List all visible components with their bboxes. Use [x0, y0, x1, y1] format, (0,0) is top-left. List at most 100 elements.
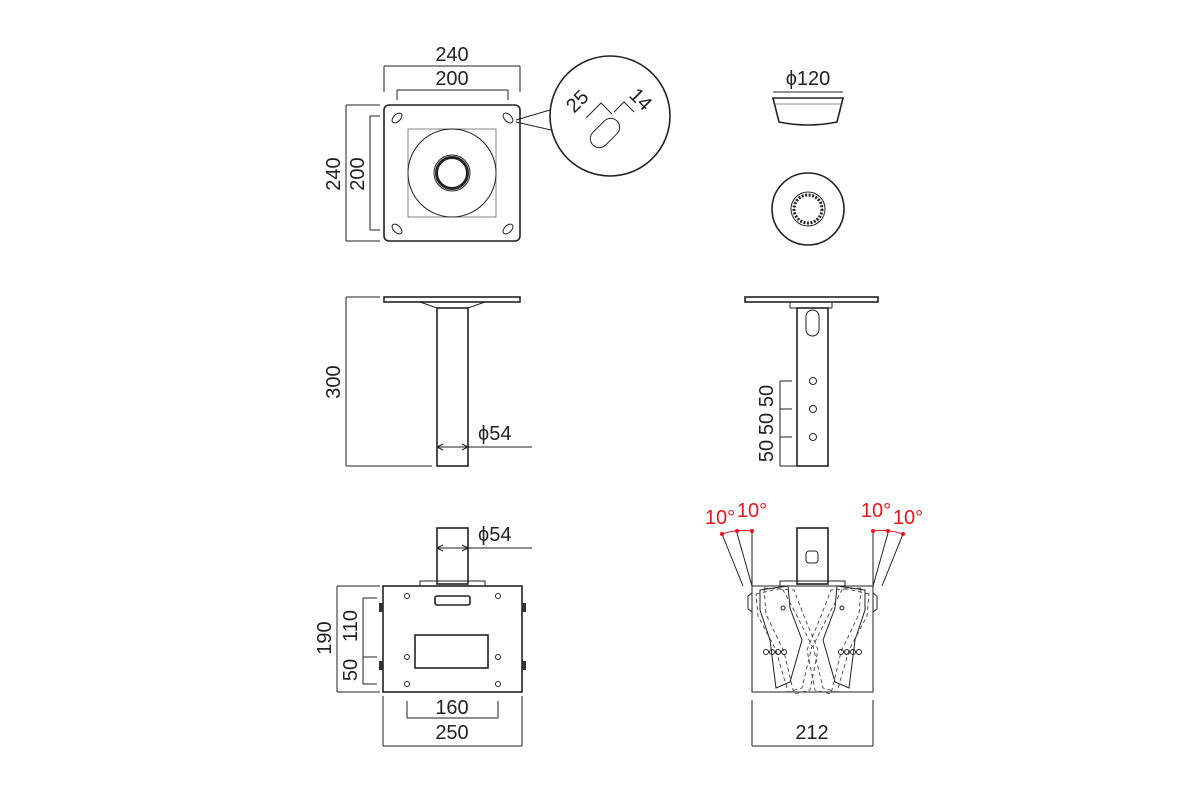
tilt-hole [838, 649, 844, 655]
tilt-arm-right-alt [812, 587, 870, 693]
tilt-pipe [796, 527, 829, 585]
bracket-total-height-line [336, 585, 380, 693]
side-slot [805, 309, 820, 337]
tilt-hole [769, 649, 775, 655]
pipe-length-label: 300 [323, 365, 345, 398]
bracket-screw [495, 681, 501, 687]
plate-pipe-circle [433, 154, 471, 192]
plate-inner-width-line [396, 89, 509, 100]
tilt-marker [871, 529, 875, 533]
tilt-angle-left-2: 10° [737, 500, 767, 522]
bracket-screw [404, 593, 410, 599]
plate-slot [502, 112, 514, 124]
bracket-screw [495, 593, 501, 599]
plate-outer-height-label: 240 [323, 157, 345, 190]
slot-width-label: 14 [625, 84, 656, 115]
bracket-tilt-view: 10° 10° 10° 10° 212 [705, 500, 923, 747]
bracket-screw [495, 654, 501, 660]
tilt-knob-left [747, 592, 753, 613]
pipe-body [436, 307, 469, 467]
bracket-pipe-diameter-line [436, 544, 532, 552]
tilt-width-line [751, 700, 874, 747]
plate-outer-width-line [383, 65, 521, 92]
pipe-diameter-label: ϕ54 [478, 423, 511, 445]
side-top-plate [744, 296, 879, 303]
pipe-flange [419, 301, 486, 309]
hole-spacing-label-2: 50 [756, 413, 778, 435]
plate-slot [391, 112, 403, 124]
detail-slot [589, 117, 621, 149]
cap-hole [790, 191, 826, 227]
pipe-diameter-line [436, 443, 532, 451]
tilt-knob-right [872, 592, 878, 613]
cap-view: ϕ120 [771, 68, 845, 246]
slot-detail-view: 25 14 [515, 55, 671, 177]
detail-dim-lines [585, 101, 635, 119]
tilt-marker [886, 529, 890, 533]
pipe-top-plate [383, 296, 521, 303]
side-pipe-body [796, 307, 829, 467]
hole-spacing-line [779, 380, 797, 467]
slot-length-label: 25 [562, 86, 593, 117]
mounting-plate [383, 104, 521, 242]
tilt-pipe-slot [805, 550, 819, 564]
tilt-pivot [780, 605, 786, 611]
tilt-marker [901, 532, 905, 536]
plate-pipe-bore [435, 156, 469, 190]
side-hole [809, 433, 817, 441]
bracket-screw [404, 681, 410, 687]
bracket-knob [379, 603, 383, 612]
plate-slot [502, 223, 514, 235]
tilt-angle-lines-right [872, 531, 904, 587]
side-flange [789, 302, 833, 309]
bracket-outer-width-label: 250 [435, 722, 468, 744]
side-hole [809, 377, 817, 385]
pipe-side-view: 50 50 50 [744, 296, 879, 467]
tilt-marker [750, 529, 754, 533]
tilt-arm-right-alt [806, 587, 862, 695]
plate-outer-width-label: 240 [435, 44, 468, 66]
tilt-marker [735, 529, 739, 533]
tilt-angle-right-2: 10° [893, 507, 923, 529]
bracket-front-view: ϕ54 190 110 50 160 250 [314, 524, 532, 747]
top-plate-view: 240 200 240 200 [323, 44, 521, 242]
bracket-window [414, 634, 489, 669]
bracket-outer-width-line [382, 696, 523, 747]
tilt-hole [781, 649, 787, 655]
cap-top [771, 172, 845, 246]
plate-slot [391, 223, 403, 235]
bracket-pipe [436, 527, 469, 585]
side-hole [809, 405, 817, 413]
tilt-angle-lines-left [721, 531, 753, 587]
detail-circle [549, 55, 671, 177]
tilt-box [751, 585, 874, 693]
tilt-hole [850, 649, 856, 655]
tilt-width-label: 212 [795, 722, 828, 744]
tilt-angle-right-1: 10° [861, 500, 891, 522]
tilt-marker [720, 532, 724, 536]
bracket-pipe-diameter-label: ϕ54 [478, 524, 511, 546]
tilt-hole [763, 649, 769, 655]
hole-spacing-label-3: 50 [756, 440, 778, 462]
hole-spacing-label-1: 50 [756, 385, 778, 407]
tilt-arm-left [759, 585, 803, 689]
bracket-lower-height-label: 50 [340, 659, 362, 681]
cap-side [771, 97, 845, 126]
bracket-knob [522, 603, 526, 612]
bracket-total-height-label: 190 [314, 621, 336, 654]
bracket-inner-width-label: 160 [435, 697, 468, 719]
tilt-hole [844, 649, 850, 655]
cap-diameter-label: ϕ120 [786, 68, 831, 90]
plate-inner-width-label: 200 [435, 68, 468, 90]
tilt-hole [856, 649, 862, 655]
detail-leader [515, 109, 552, 131]
bracket-screw [404, 654, 410, 660]
tilt-arm-right [822, 585, 866, 689]
bracket-knob [522, 661, 526, 670]
plate-outer-height-line [345, 104, 380, 242]
bracket-upper-height-label: 110 [340, 610, 362, 642]
cap-thread [792, 193, 824, 225]
bracket-handle [434, 595, 471, 606]
pipe-front-view: 300 ϕ54 [323, 296, 532, 467]
